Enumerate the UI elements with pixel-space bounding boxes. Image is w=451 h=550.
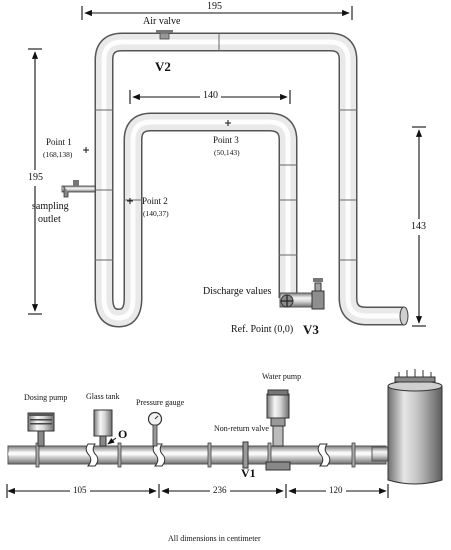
point1-name: Point 1	[46, 137, 72, 147]
pipe-joints	[95, 33, 357, 261]
footer-note: All dimensions in centimeter	[168, 534, 261, 543]
v3-gate-valve-icon	[311, 278, 325, 310]
water-pump-label: Water pump	[262, 372, 302, 381]
v1-label: V1	[241, 466, 256, 480]
point3-name: Point 3	[213, 135, 239, 145]
dim-top-width: 195	[204, 2, 225, 12]
point2-name: Point 2	[142, 196, 168, 206]
point-markers	[83, 120, 231, 204]
dim-inner-width: 140	[200, 91, 221, 101]
storage-tank-icon	[371, 369, 443, 485]
point3-coords: (50,143)	[214, 148, 240, 157]
right-outlet-pipe	[338, 297, 409, 326]
dim-bottom-mid: 236	[210, 486, 230, 495]
outlet-label: outlet	[38, 214, 61, 225]
dim-left-height: 195	[28, 170, 43, 186]
point1-coords: (168,138)	[43, 150, 73, 159]
water-pump-icon	[265, 389, 291, 471]
pipe-break-marks	[85, 443, 331, 467]
v3-label: V3	[303, 322, 319, 337]
outer-loop-pipe	[94, 32, 358, 301]
air-valve-label: Air valve	[143, 16, 181, 27]
dosing-pump-label: Dosing pump	[24, 393, 68, 402]
pipe-flanges	[35, 442, 356, 468]
non-return-valve-label: Non-return valve	[214, 424, 269, 433]
dim-bottom-right: 120	[326, 486, 346, 495]
v2-label: V2	[155, 59, 171, 74]
inner-loop-pipe	[94, 112, 298, 328]
air-valve	[156, 30, 173, 40]
o-marker-label: O	[118, 427, 128, 441]
discharge-values-label: Discharge values	[203, 286, 272, 297]
sampling-tap-icon	[61, 180, 96, 198]
point2-coords: (140,37)	[143, 209, 169, 218]
dim-bottom-left: 105	[70, 486, 90, 495]
pressure-gauge-icon	[147, 411, 163, 447]
pressure-gauge-label: Pressure gauge	[136, 398, 185, 407]
glass-tank-icon	[93, 409, 117, 447]
dimension-lines-top	[28, 6, 426, 327]
sampling-label: sampling	[32, 201, 69, 212]
glass-tank-label: Glass tank	[86, 392, 120, 401]
discharge-valve-icon	[280, 294, 294, 308]
non-return-valve-icon	[242, 441, 249, 469]
dim-right-height: 143	[411, 219, 426, 235]
dosing-pump-icon	[27, 412, 55, 447]
ref-point-label: Ref. Point (0,0)	[231, 324, 294, 335]
